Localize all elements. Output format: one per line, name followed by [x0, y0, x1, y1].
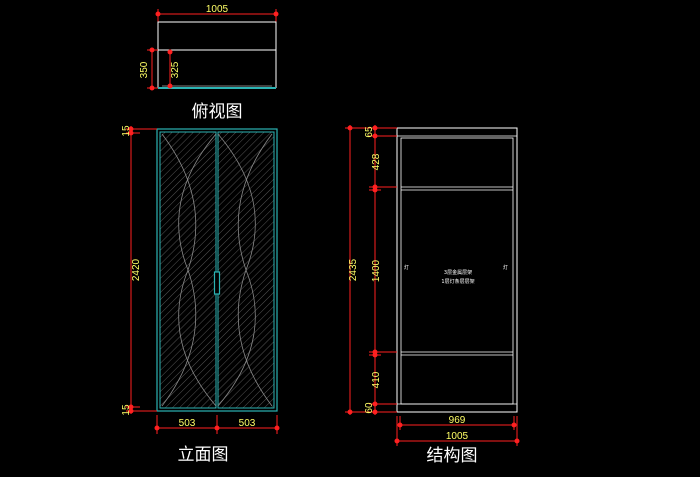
dim-structure-inner-width-label: 969	[449, 415, 466, 426]
dim-structure-segments	[369, 125, 397, 415]
dim-top-width	[155, 9, 279, 22]
dim-structure-lower-label: 410	[371, 371, 382, 388]
front-outer-frame	[156, 128, 278, 412]
dim-front-bottom-label: 15	[121, 404, 132, 416]
dim-structure-base-label: 60	[364, 402, 375, 414]
dim-front-height-label: 2420	[131, 258, 142, 281]
structure-outer	[396, 127, 518, 413]
dim-top-depth-outer-label: 350	[139, 61, 150, 78]
dim-top-depth-outer	[147, 47, 158, 91]
dim-front-vertical	[126, 126, 157, 414]
front-left-door-pattern-2	[161, 133, 197, 407]
front-view: 15 2420 15 503 503 立面图	[121, 125, 280, 465]
structure-view: 灯 灯 3层金属层架 1层灯条层层架 2435	[345, 125, 520, 466]
top-view-title: 俯视图	[192, 102, 243, 122]
dim-structure-total	[345, 125, 397, 415]
dim-front-right-door-label: 503	[239, 418, 256, 429]
front-right-door-pattern-2	[237, 133, 273, 407]
top-view: 1005 350 325 俯视图	[139, 4, 279, 122]
dim-front-horizontal	[154, 415, 280, 434]
dim-structure-outer-width-label: 1005	[446, 431, 469, 442]
dim-top-width-label: 1005	[206, 4, 229, 15]
dim-top-depth-inner	[167, 49, 173, 89]
structure-note-line1: 3层金属层架	[444, 269, 472, 276]
dim-top-depth-inner-label: 325	[170, 61, 181, 78]
structure-note-line2: 1层灯条层层架	[441, 278, 474, 285]
dim-front-left-door-label: 503	[179, 418, 196, 429]
top-plan-outline	[157, 21, 277, 51]
front-view-title: 立面图	[178, 445, 229, 465]
structure-light-left: 灯	[404, 264, 409, 271]
dim-structure-middle-label: 1400	[371, 259, 382, 282]
dim-structure-upper-label: 428	[371, 153, 382, 170]
dim-structure-total-label: 2435	[348, 258, 359, 281]
dim-structure-horizontal	[394, 416, 520, 446]
dim-front-top-label: 15	[121, 125, 132, 137]
structure-light-right: 灯	[503, 264, 508, 271]
structure-view-title: 结构图	[427, 446, 478, 466]
front-door-handle	[213, 271, 221, 295]
dim-structure-top-label: 65	[364, 126, 375, 138]
